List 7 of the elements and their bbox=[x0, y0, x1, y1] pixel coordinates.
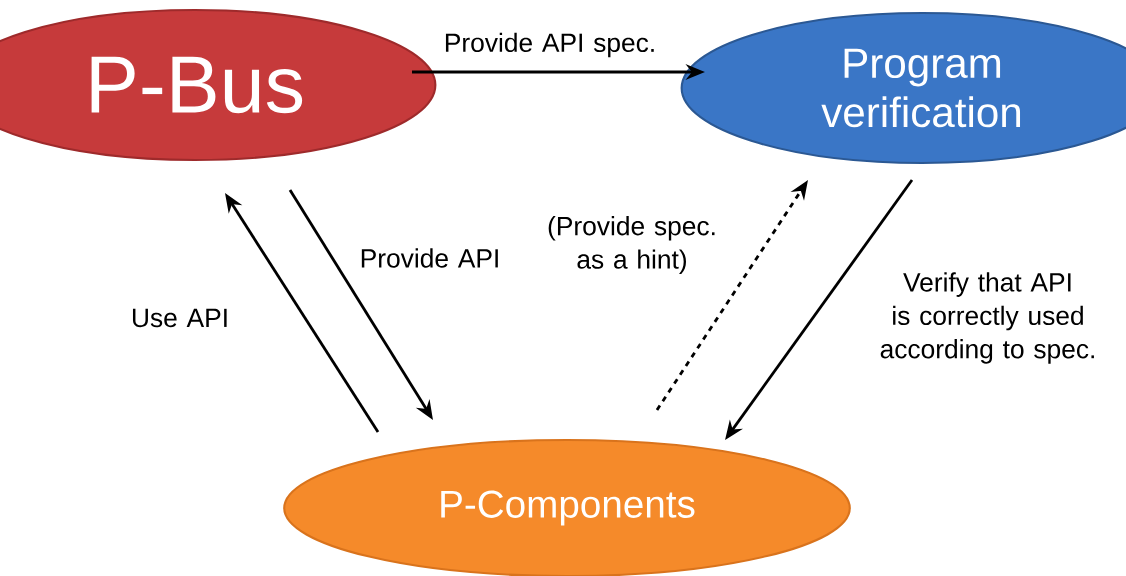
ellipse-node: P-Components bbox=[283, 438, 851, 576]
edge-label: (Provide spec. as a hint) bbox=[548, 216, 715, 274]
edge-label: Use API bbox=[133, 308, 227, 328]
edge-label: Provide API bbox=[361, 248, 498, 268]
edge-label: Verify that API is correctly used according to spec. bbox=[880, 272, 1094, 364]
ellipse-node: Program verification bbox=[680, 11, 1126, 165]
edge-label: Provide API spec. bbox=[445, 32, 654, 58]
